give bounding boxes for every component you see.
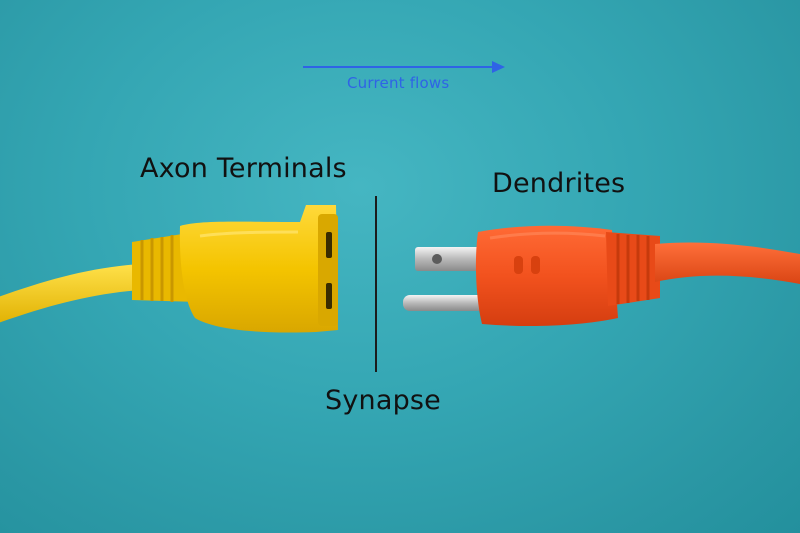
dendrites-label: Dendrites (492, 168, 626, 199)
right-arrow-icon (303, 61, 505, 73)
orange-power-plug (403, 225, 800, 326)
synapse-label: Synapse (325, 385, 441, 416)
synapse-divider-line (375, 196, 377, 372)
axon-terminals-label: Axon Terminals (140, 153, 347, 184)
yellow-extension-cord-socket (0, 205, 338, 333)
current-flow-label: Current flows (347, 74, 450, 92)
